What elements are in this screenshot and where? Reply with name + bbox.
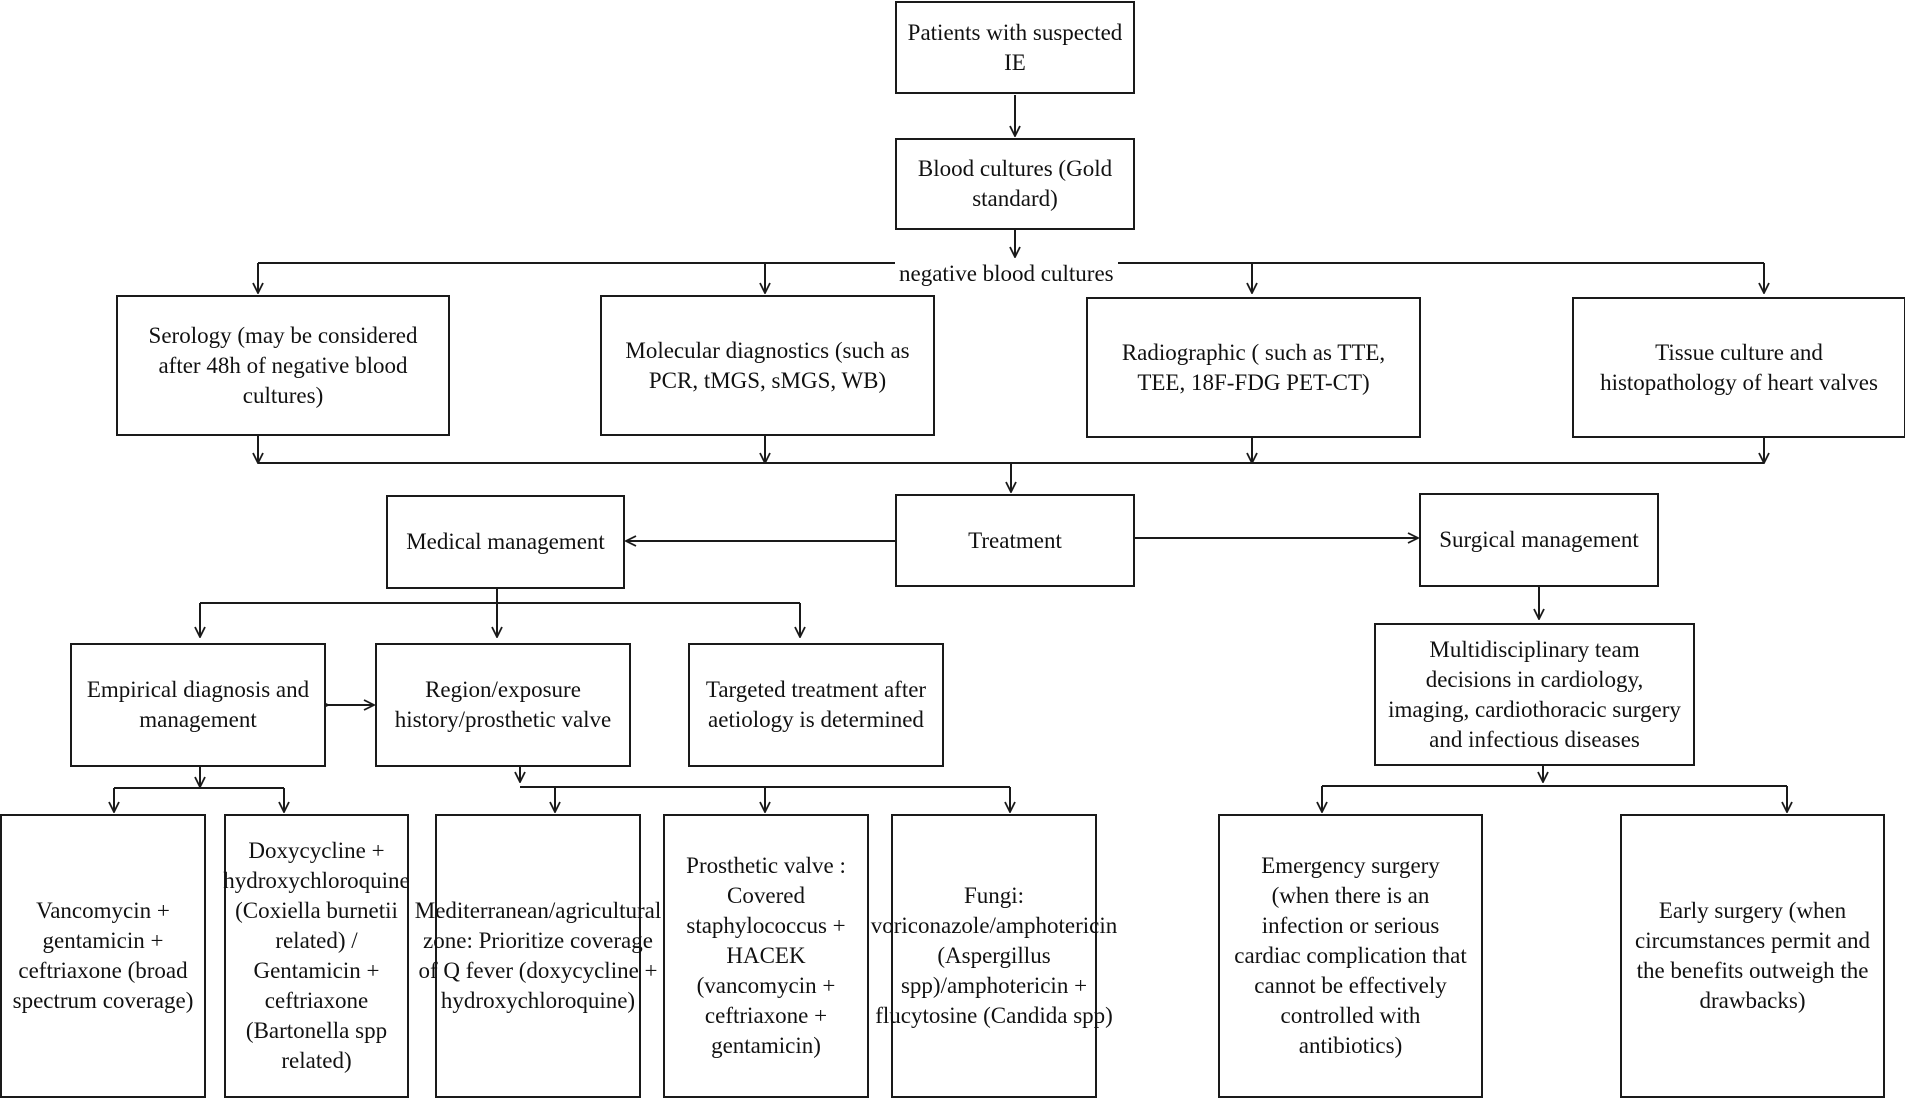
emergency-surgery-node: Emergency surgery (when there is an infe…	[1218, 814, 1483, 1098]
medical-management-node: Medical management	[386, 495, 625, 589]
empirical-diagnosis-node: Empirical diagnosis and management	[70, 643, 326, 767]
blood-cultures-node: Blood cultures (Gold standard)	[895, 138, 1135, 230]
tissue-culture-node: Tissue culture and histopathology of hea…	[1572, 297, 1905, 438]
vancomycin-regimen-node: Vancomycin + gentamicin + ceftriaxone (b…	[0, 814, 206, 1098]
negative-blood-cultures-label: negative blood cultures	[895, 260, 1118, 288]
treatment-node: Treatment	[895, 494, 1135, 587]
targeted-treatment-node: Targeted treatment after aetiology is de…	[688, 643, 944, 767]
serology-node: Serology (may be considered after 48h of…	[116, 295, 450, 436]
prosthetic-valve-regimen-node: Prosthetic valve : Covered staphylococcu…	[663, 814, 869, 1098]
fungi-regimen-node: Fungi: voriconazole/amphotericin (Asperg…	[871, 814, 1117, 1098]
early-surgery-node: Early surgery (when circumstances permit…	[1620, 814, 1885, 1098]
region-exposure-node: Region/exposure history/prosthetic valve	[375, 643, 631, 767]
radiographic-node: Radiographic ( such as TTE, TEE, 18F-FDG…	[1086, 297, 1421, 438]
mdt-node: Multidisciplinary team decisions in card…	[1374, 623, 1695, 766]
start-node: Patients with suspected IE	[895, 1, 1135, 94]
surgical-management-node: Surgical management	[1419, 493, 1659, 587]
molecular-diagnostics-node: Molecular diagnostics (such as PCR, tMGS…	[600, 295, 935, 436]
mediterranean-regimen-node: Mediterranean/agricultural zone: Priorit…	[415, 814, 661, 1098]
doxycycline-regimen-node: Doxycycline + hydroxychloroquine (Coxiel…	[223, 814, 410, 1098]
